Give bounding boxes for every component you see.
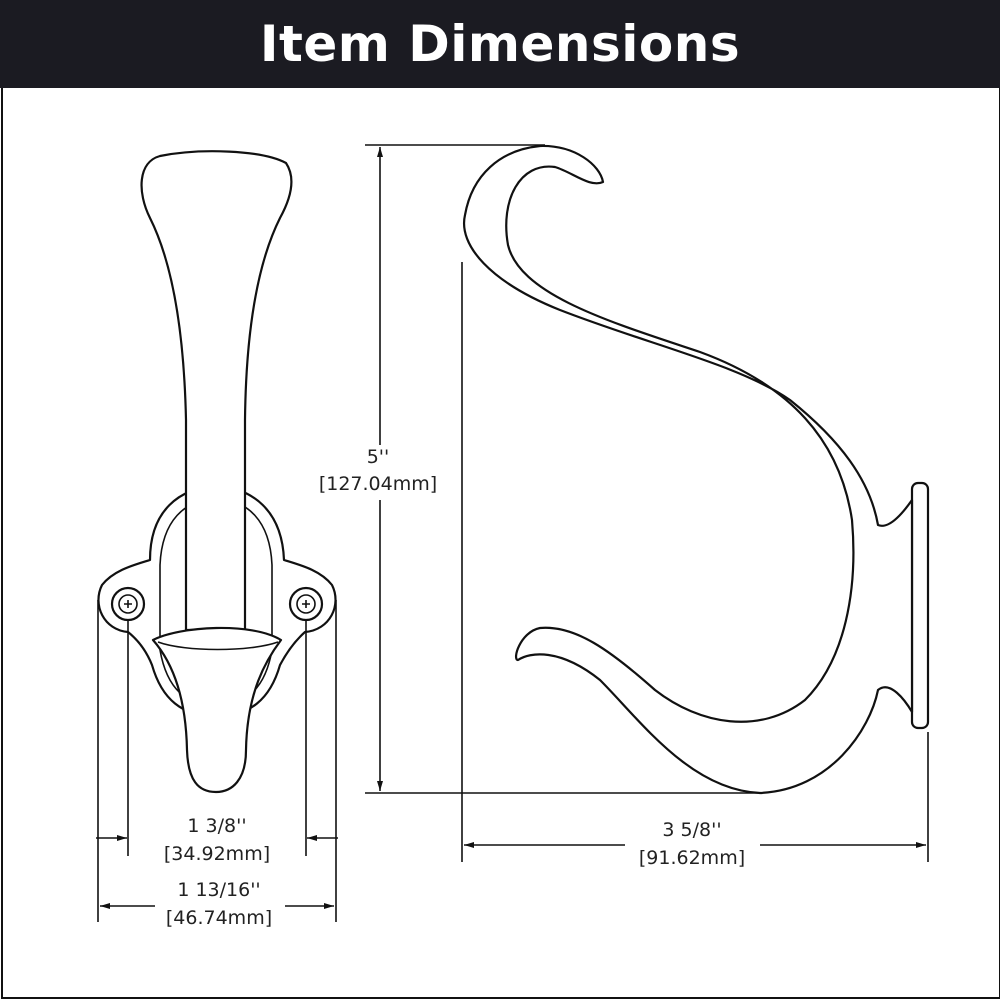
side-view-hook: [462, 144, 930, 795]
height-dimension: 5'' [127.04mm]: [319, 144, 760, 794]
screw-right: [288, 586, 324, 622]
front-view-hook: [97, 150, 337, 794]
lower-arm-edge: [157, 641, 279, 651]
base-width-dimension: 1 13/16'' [46.74mm]: [97, 600, 337, 929]
hole-spacing-dimension: 1 3/8'' [34.92mm]: [96, 620, 338, 865]
height-metric: [127.04mm]: [319, 473, 437, 495]
hole-spacing-metric: [34.92mm]: [164, 843, 270, 865]
base-width-imperial: 1 13/16'': [177, 879, 260, 901]
screw-left: [110, 586, 146, 622]
upper-arm: [140, 150, 293, 632]
depth-dimension: 3 5/8'' [91.62mm]: [461, 262, 929, 869]
mount-plate: [910, 481, 930, 730]
header-bar: Item Dimensions: [0, 0, 1000, 88]
depth-metric: [91.62mm]: [639, 847, 745, 869]
lower-arm: [151, 626, 283, 794]
hook-profile: [462, 144, 914, 795]
hole-spacing-imperial: 1 3/8'': [187, 815, 246, 837]
height-imperial: 5'': [367, 446, 390, 468]
page-title: Item Dimensions: [259, 15, 741, 73]
depth-imperial: 3 5/8'': [662, 819, 721, 841]
base-width-metric: [46.74mm]: [166, 907, 272, 929]
